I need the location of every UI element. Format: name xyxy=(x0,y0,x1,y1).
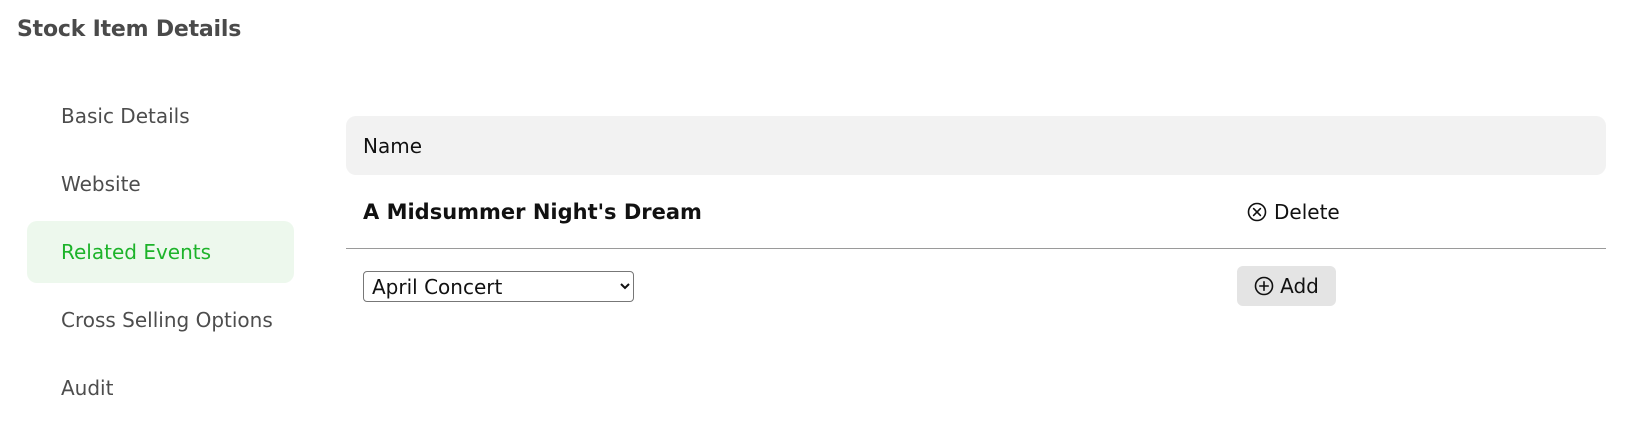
sidebar-item-website[interactable]: Website xyxy=(27,153,294,215)
sidebar-item-label: Website xyxy=(61,172,141,196)
add-label: Add xyxy=(1280,274,1319,298)
column-header-name: Name xyxy=(363,133,423,158)
related-events-panel: Name A Midsummer Night's Dream Delete Ap… xyxy=(346,116,1606,325)
add-event-row: April Concert Add xyxy=(346,249,1606,325)
sidebar-item-basic-details[interactable]: Basic Details xyxy=(27,85,294,147)
event-name: A Midsummer Night's Dream xyxy=(363,199,702,224)
event-select[interactable]: April Concert xyxy=(363,271,634,302)
table-header: Name xyxy=(346,116,1606,175)
sidebar-item-label: Related Events xyxy=(61,240,212,264)
sidebar-item-label: Cross Selling Options xyxy=(61,308,273,332)
page-title: Stock Item Details xyxy=(17,17,242,42)
sidebar-item-audit[interactable]: Audit xyxy=(27,357,294,419)
delete-label: Delete xyxy=(1274,199,1340,224)
circle-plus-icon xyxy=(1254,276,1274,296)
sidebar-item-related-events[interactable]: Related Events xyxy=(27,221,294,283)
sidebar-item-label: Basic Details xyxy=(61,104,190,128)
sidebar-nav: Basic Details Website Related Events Cro… xyxy=(27,85,294,425)
circle-x-icon xyxy=(1247,202,1267,222)
delete-event-button[interactable]: Delete xyxy=(1247,200,1340,224)
sidebar-item-cross-selling-options[interactable]: Cross Selling Options xyxy=(27,289,294,351)
table-row: A Midsummer Night's Dream Delete xyxy=(346,175,1606,249)
sidebar-item-label: Audit xyxy=(61,376,114,400)
add-event-button[interactable]: Add xyxy=(1237,266,1336,306)
